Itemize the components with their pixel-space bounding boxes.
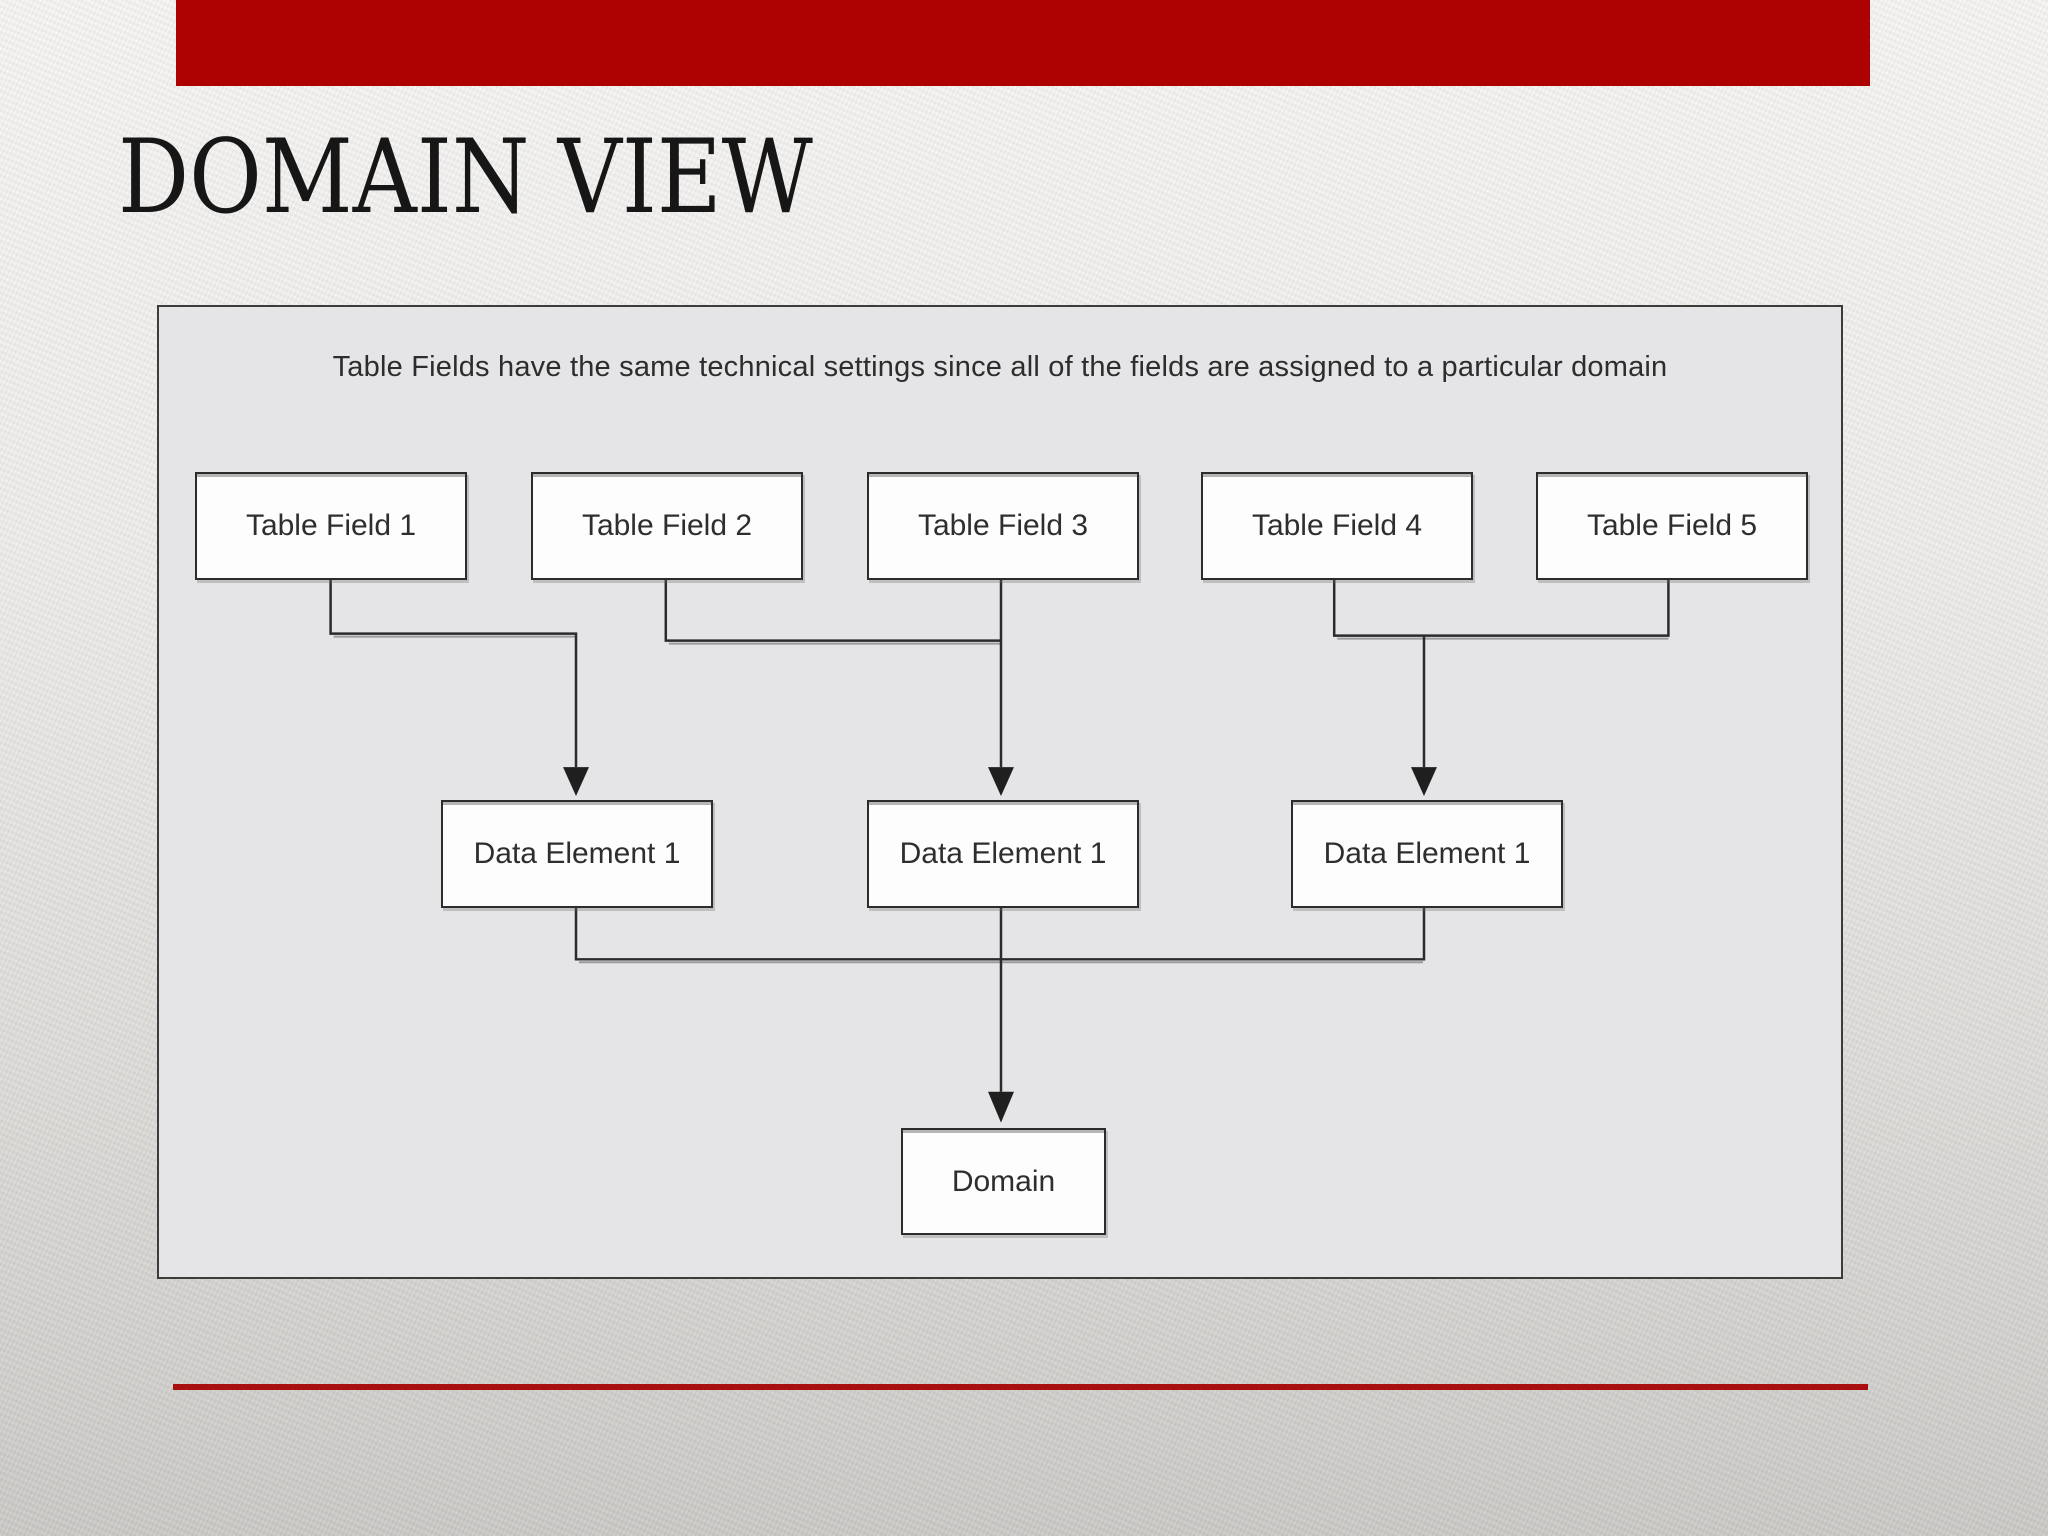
slide-title: DOMAIN VIEW xyxy=(118,118,813,237)
data-element-center-box: Data Element 1 xyxy=(867,800,1139,908)
bottom-rule xyxy=(173,1384,1868,1390)
arrowhead-domain xyxy=(988,1091,1014,1123)
connector-lines xyxy=(329,578,1670,1123)
data-element-right-box: Data Element 1 xyxy=(1291,800,1563,908)
data-element-left-box: Data Element 1 xyxy=(441,800,713,908)
domain-label: Domain xyxy=(951,1164,1056,1198)
table-field-4-label: Table Field 4 xyxy=(1251,509,1423,542)
data-element-left-label: Data Element 1 xyxy=(473,837,681,870)
connector-de-right-join xyxy=(1000,905,1426,961)
table-field-5-box: Table Field 5 xyxy=(1536,472,1808,580)
top-banner xyxy=(176,0,1870,86)
table-field-3-box: Table Field 3 xyxy=(867,472,1139,580)
domain-box: Domain xyxy=(901,1128,1106,1235)
table-field-5-label: Table Field 5 xyxy=(1586,509,1758,542)
arrowhead-de-right xyxy=(1411,767,1437,796)
diagram-caption: Table Fields have the same technical set… xyxy=(332,351,1668,383)
connector-tf2-join xyxy=(664,578,1001,642)
arrowhead-de-center xyxy=(988,767,1014,796)
table-field-1-box: Table Field 1 xyxy=(195,472,467,580)
diagram-panel: Table Fields have the same technical set… xyxy=(157,305,1843,1279)
table-field-2-box: Table Field 2 xyxy=(531,472,803,580)
data-element-center-label: Data Element 1 xyxy=(899,837,1107,870)
table-field-1-label: Table Field 1 xyxy=(245,509,417,542)
connector-de-left-join xyxy=(574,905,1001,961)
data-element-right-label: Data Element 1 xyxy=(1323,837,1531,870)
table-field-3-label: Table Field 3 xyxy=(917,509,1089,542)
arrowhead-de-left xyxy=(563,767,589,796)
connector-tf4-tf5-bracket xyxy=(1332,578,1670,637)
table-field-2-label: Table Field 2 xyxy=(581,509,753,542)
table-field-4-box: Table Field 4 xyxy=(1201,472,1473,580)
connector-tf1-de-left xyxy=(329,578,578,768)
